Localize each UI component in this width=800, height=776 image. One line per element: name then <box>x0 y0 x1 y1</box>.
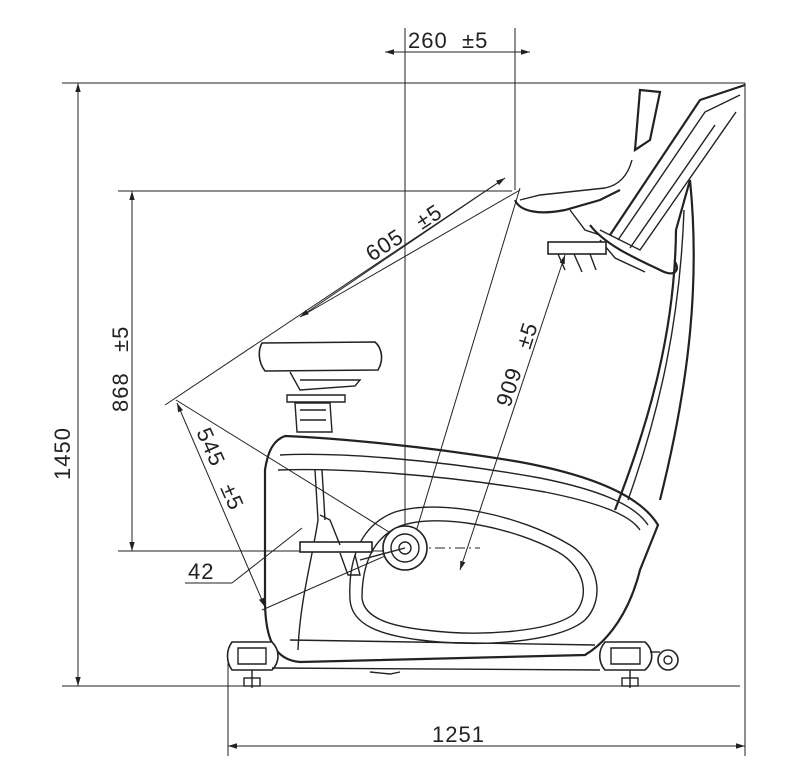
dim-top-offset-tol: ±5 <box>462 28 488 53</box>
dim-handle-height-tol: ±5 <box>108 326 133 352</box>
dim-handle-height: 868 <box>108 372 133 412</box>
dim-seat-to-handle-tol: ±5 <box>411 199 447 234</box>
dim-seat-to-crank-tol: ±5 <box>215 480 249 514</box>
dim-overall-length: 1251 <box>432 722 485 747</box>
dim-crank-to-handle: 909 <box>491 364 527 410</box>
dim-crank-to-handle-tol: ±5 <box>511 319 543 352</box>
dimension-lines <box>62 28 746 756</box>
dim-overall-height: 1450 <box>50 427 75 480</box>
bike-outline <box>226 83 746 688</box>
dim-seat-to-crank: 545 <box>191 424 230 470</box>
dim-top-offset: 260 <box>408 28 448 53</box>
dimension-labels: 260 ±5 1450 868 ±5 605 ±5 909 ±5 545 ±5 … <box>50 28 543 747</box>
dim-pedal-offset: 42 <box>188 559 214 584</box>
